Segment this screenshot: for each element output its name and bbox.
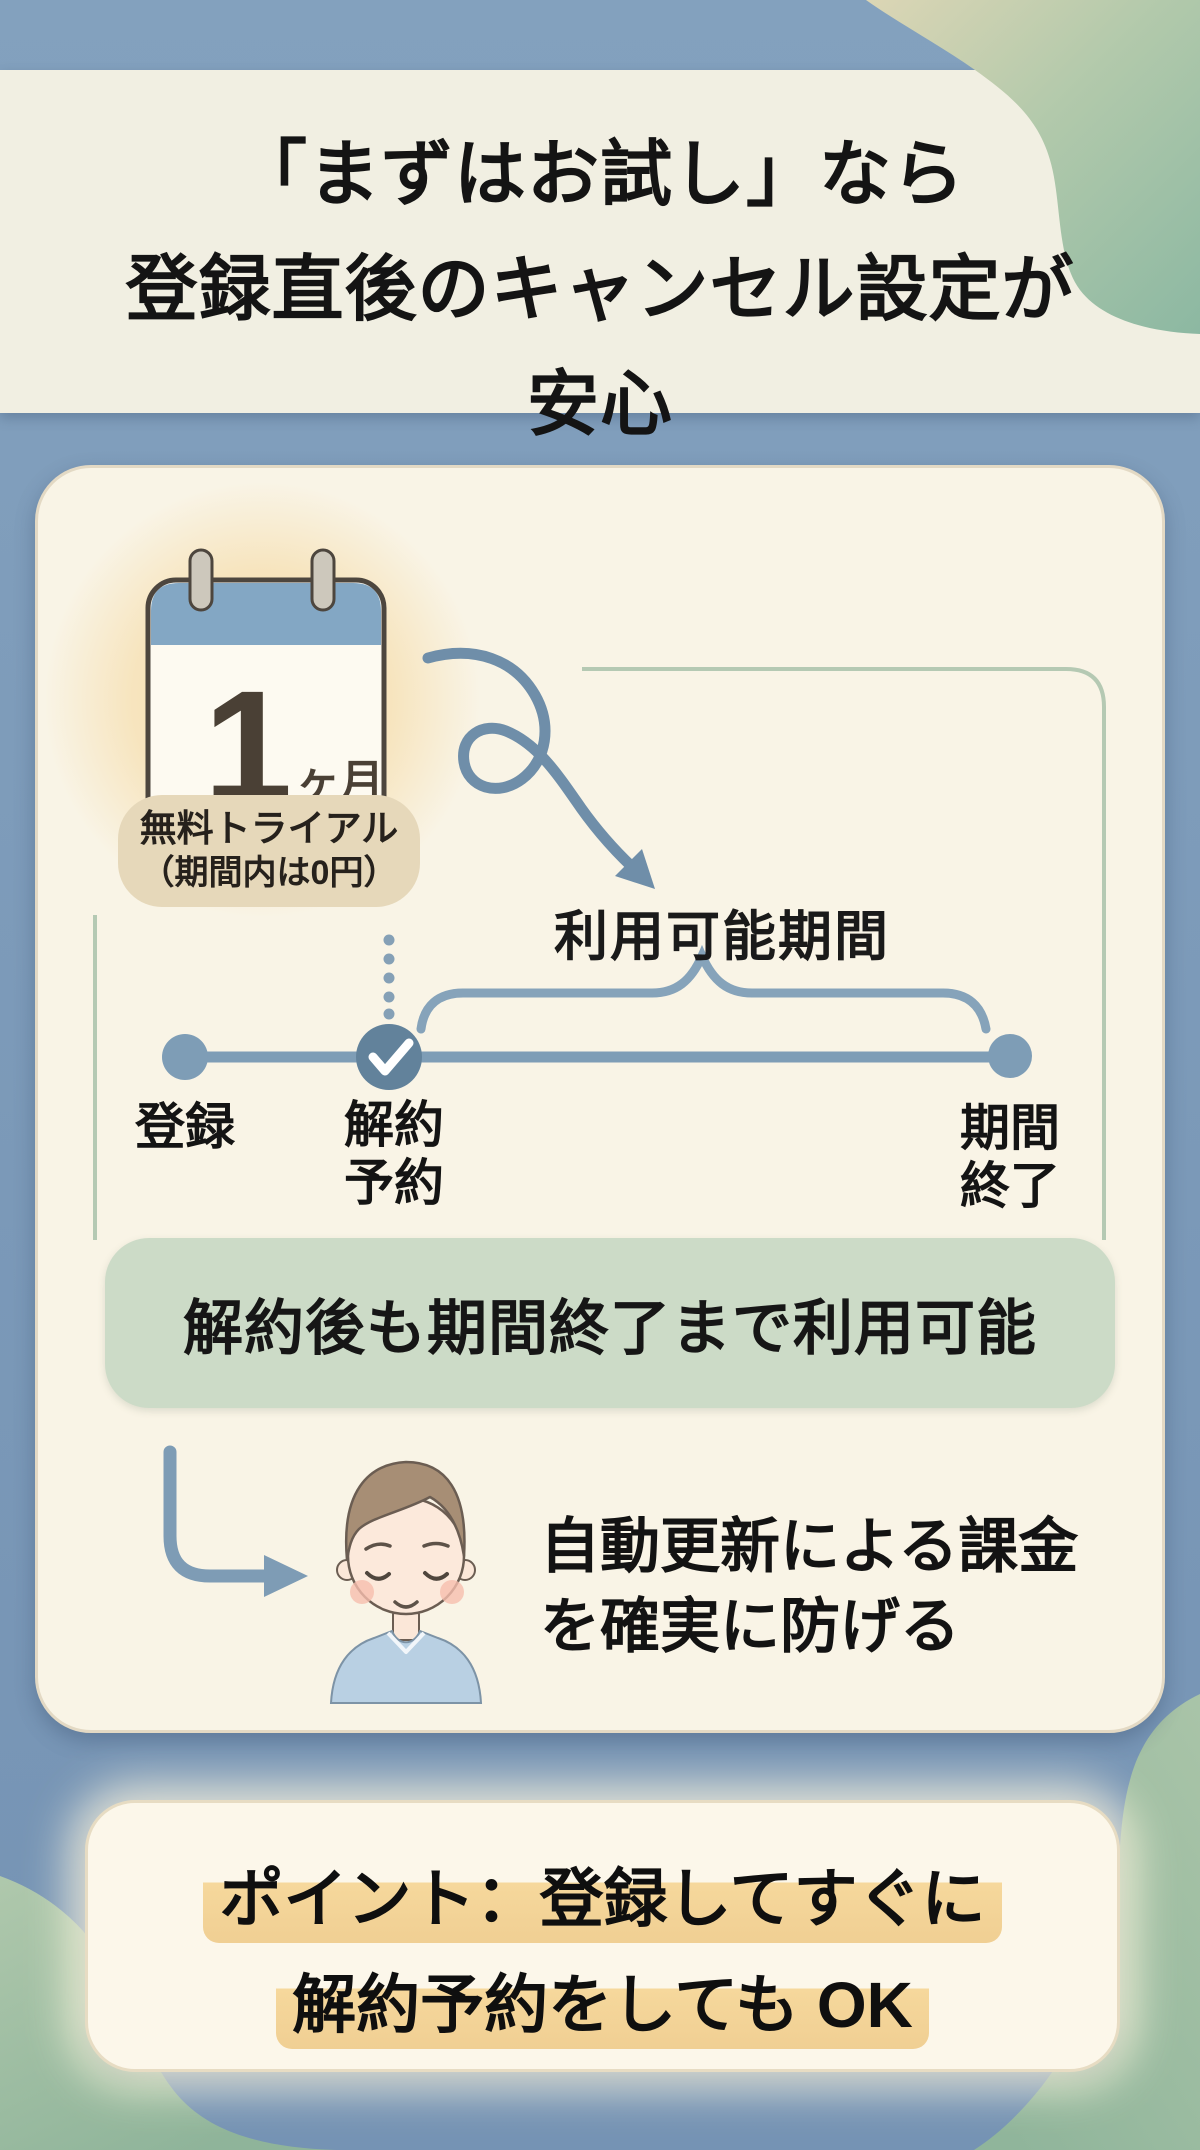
notice-text: 解約後も期間終了まで利用可能: [183, 1294, 1037, 1362]
point-text-highlight-2: 解約予約をしても OK: [276, 1967, 929, 2049]
page-title: 「まずはお試し」なら 登録直後のキャンセル設定が 安心: [0, 118, 1200, 463]
timeline-label-period-end-line-1: 期間: [960, 1100, 1060, 1156]
free-trial-badge: 無料トライアル （期間内は0円）: [118, 795, 420, 907]
timeline-label-cancel-line-2: 予約: [344, 1155, 444, 1211]
page-title-line-3: 安心: [526, 365, 673, 445]
top-right-blob: [866, 0, 1200, 334]
free-trial-badge-line-2: （期間内は0円）: [140, 854, 398, 892]
timeline-label-cancel: 解約 予約: [314, 1096, 474, 1212]
page-title-line-2: 登録直後のキャンセル設定が: [125, 250, 1075, 330]
bottom-left-blob: [0, 1876, 336, 2150]
timeline-label-period-end: 期間 終了: [930, 1099, 1090, 1215]
title-banner: [0, 70, 1200, 413]
point-text-line-1: ポイント：登録してすぐに: [85, 1848, 1120, 1943]
point-text-highlight-1: ポイント：登録してすぐに: [203, 1861, 1002, 1943]
free-trial-badge-line-1: 無料トライアル: [139, 808, 399, 849]
notice-banner: 解約後も期間終了まで利用可能: [105, 1238, 1115, 1408]
timeline-label-period-end-line-2: 終了: [960, 1158, 1060, 1214]
page-title-line-1: 「まずはお試し」なら: [234, 135, 965, 215]
benefit-text-line-1: 自動更新による課金: [540, 1513, 1079, 1580]
timeline-label-cancel-line-1: 解約: [344, 1097, 444, 1153]
timeline-label-register: 登録: [135, 1099, 235, 1155]
benefit-text-line-2: を確実に防げる: [540, 1593, 960, 1660]
bottom-right-blob: [974, 1694, 1200, 2150]
usable-period-label: 利用可能期間: [554, 907, 890, 967]
point-text-line-2: 解約予約をしても OK: [85, 1954, 1120, 2049]
